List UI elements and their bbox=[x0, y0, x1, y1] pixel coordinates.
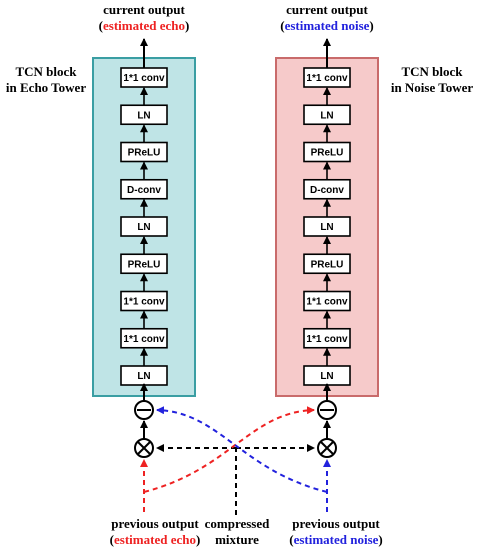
noise-layer-label: PReLU bbox=[311, 148, 344, 159]
noise-multiply-operator bbox=[317, 438, 337, 458]
echo-layer-label: 1*1 conv bbox=[123, 297, 165, 308]
echo-output-label-line2: (estimated echo) bbox=[99, 18, 190, 33]
echo-output-label-line1: current output bbox=[103, 2, 185, 17]
noise-layer-label: 1*1 conv bbox=[306, 334, 348, 345]
mixture-label-line1: compressed bbox=[205, 516, 271, 531]
prev-noise-to-echo-subtract-curve bbox=[156, 406, 328, 493]
noise-subtract-operator bbox=[317, 400, 337, 420]
prev-echo-label-line1: previous output bbox=[111, 516, 199, 531]
echo-layer-label: D-conv bbox=[127, 185, 161, 196]
mixture-label-line2: mixture bbox=[215, 532, 259, 547]
echo-tower-label-line1: TCN block bbox=[15, 64, 77, 79]
noise-layer-label: PReLU bbox=[311, 259, 344, 270]
echo-layer-label: LN bbox=[137, 110, 150, 121]
noise-layer-label: LN bbox=[320, 110, 333, 121]
echo-layer-label: PReLU bbox=[128, 148, 161, 159]
echo-tower-label-line2: in Echo Tower bbox=[6, 80, 86, 95]
prev-echo-colored: estimated echo bbox=[114, 532, 196, 547]
echo-layer-label: LN bbox=[137, 222, 150, 233]
echo-subtract-operator bbox=[134, 400, 154, 420]
prev-noise-label-line1: previous output bbox=[292, 516, 380, 531]
echo-output-colored: estimated echo bbox=[103, 18, 185, 33]
noise-output-label-line2: (estimated noise) bbox=[280, 18, 374, 33]
echo-layer-label: LN bbox=[137, 371, 150, 382]
noise-layer-label: LN bbox=[320, 222, 333, 233]
noise-layer-label: 1*1 conv bbox=[306, 73, 348, 84]
noise-output-label-line1: current output bbox=[286, 2, 368, 17]
echo-layer-label: PReLU bbox=[128, 259, 161, 270]
prev-echo-label-line2: (estimated echo) bbox=[110, 532, 201, 547]
echo-layer-label: 1*1 conv bbox=[123, 334, 165, 345]
prev-echo-to-noise-subtract-curve bbox=[143, 406, 315, 493]
prev-noise-colored: estimated noise bbox=[294, 532, 379, 547]
noise-layer-label: D-conv bbox=[310, 185, 344, 196]
echo-multiply-operator bbox=[134, 438, 154, 458]
prev-noise-label-line2: (estimated noise) bbox=[289, 532, 383, 547]
noise-tower-label-line2: in Noise Tower bbox=[391, 80, 474, 95]
echo-layer-label: 1*1 conv bbox=[123, 73, 165, 84]
noise-layer-label: 1*1 conv bbox=[306, 297, 348, 308]
noise-output-colored: estimated noise bbox=[285, 18, 370, 33]
noise-layer-label: LN bbox=[320, 371, 333, 382]
noise-tower-label-line1: TCN block bbox=[401, 64, 463, 79]
